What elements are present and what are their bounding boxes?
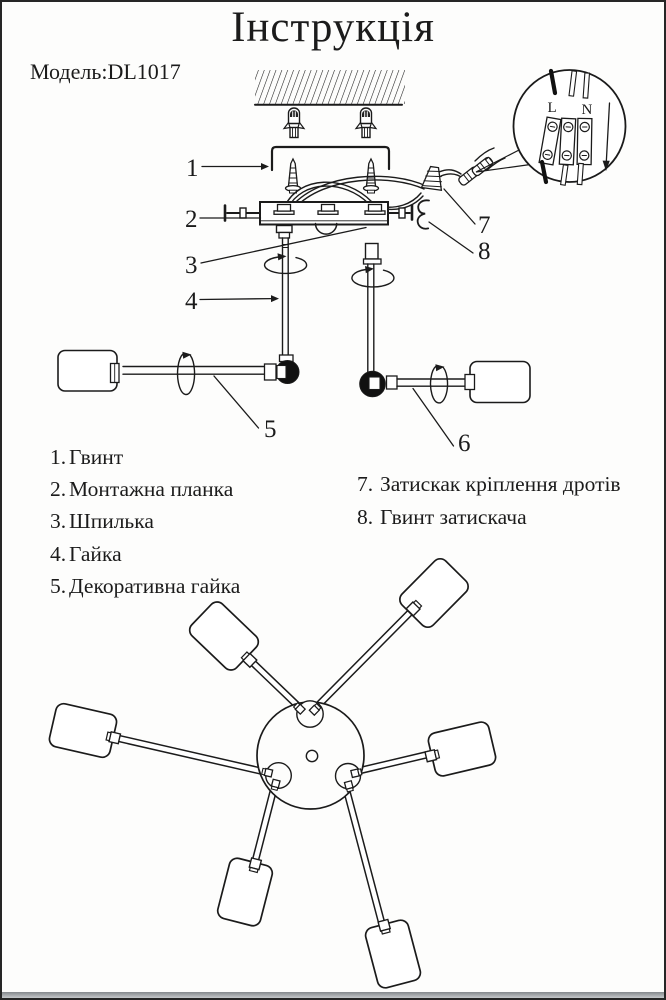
legend-item: 3.Шпилька [50,505,240,537]
legend-right-column: 7.Затискак кріплення дротів 8.Гвинт зати… [357,468,621,533]
wire-out-2 [560,164,569,186]
shade-right [464,360,531,404]
plate-screw-right [387,204,414,221]
page-bottom-edge [2,992,664,998]
callout-5-label: 5 [264,416,277,443]
page-title: Інструкція [231,4,435,51]
legend-item-label: Шпилька [69,509,154,534]
arm-tube-left [122,363,277,381]
legend-item: 7.Затискак кріплення дротів [357,468,621,501]
legend-left-column: 1.Гвинт 2.Монтажна планка 3.Шпилька 4.Га… [50,441,240,602]
legend-item: 5.Декоративна гайка [50,570,240,602]
wire-clamp-hook [416,199,430,230]
canopy-center-hole [305,749,319,763]
terminal-block [538,116,593,166]
callout-3-label: 3 [185,252,198,279]
screw-bracket [270,145,391,172]
rotation-arrow-left-arm-icon [176,351,196,396]
callout-4-arrowhead [271,295,279,303]
legend-item-label: Гайка [69,541,122,566]
arm-top-left [247,657,302,710]
rotation-arrow-right-rod-icon [351,266,395,288]
legend-item: 8.Гвинт затискача [357,501,621,534]
ball-joint-right [359,370,386,398]
shade-right-view [425,719,499,779]
legend-item-label: Затискак кріплення дротів [380,472,621,496]
legend-item-label: Гвинт затискача [380,504,527,529]
mounting-diagram: L N [57,68,627,457]
wire-connector-cone [420,165,443,192]
wall-anchor-left [283,107,305,139]
down-arrow-icon [602,102,611,171]
assembled-view-diagram [47,554,499,991]
wire-connector-2 [470,155,495,178]
callout-6-label: 6 [458,430,471,457]
wire-in-3 [582,72,591,99]
wire-label-live: L [548,100,557,116]
keyhole-slot-2 [317,203,339,215]
arm-bottom-right [342,786,386,926]
keyhole-slot-3 [364,203,386,215]
callout-1-arrowhead [261,163,269,170]
arm-left [115,734,267,776]
canopy-dome [314,222,338,235]
wall-anchor-right [355,107,377,139]
callout-7-label: 7 [478,212,491,239]
arm-top-right [312,606,416,712]
rotation-arrow-left-rod-icon [263,253,308,275]
shade-left [57,349,120,392]
wiring-detail-inset: L N [475,68,627,186]
rotation-arrow-right-arm-icon [429,364,449,404]
keyhole-slot-1 [273,203,295,215]
shade-bottom-right [362,917,424,991]
ball-joint-left [275,360,300,384]
callout-lines [199,165,476,447]
legend-item: 1.Гвинт [50,441,240,473]
legend-item-label: Декоративна гайка [69,573,241,598]
threaded-rod-right [362,242,382,373]
wire-in-2 [568,70,578,97]
wire-label-neutral: N [582,102,593,118]
legend-item-label: Гвинт [69,445,124,469]
wire-live-out [539,159,549,185]
callout-4-label: 4 [185,288,198,315]
arm-tube-right [385,375,467,390]
shade-bottom-left [215,855,275,929]
callout-8-label: 8 [478,238,491,265]
bracket-screw-left [284,158,302,194]
callout-2-label: 2 [185,206,198,233]
wire-out-3 [576,162,584,186]
ceiling-hatch [254,70,405,106]
model-label: Модель:DL1017 [30,59,181,84]
wire-live-in [548,68,558,96]
legend-item-label: Монтажна планка [69,477,234,502]
callout-1-label: 1 [186,155,199,182]
legend-item: 2.Монтажна планка [50,473,240,505]
arm-bottom-left [251,786,278,864]
arm-right [356,750,432,775]
lamp-arms [115,606,432,926]
shade-left-view [47,701,119,760]
legend-item: 4.Гайка [50,538,240,570]
